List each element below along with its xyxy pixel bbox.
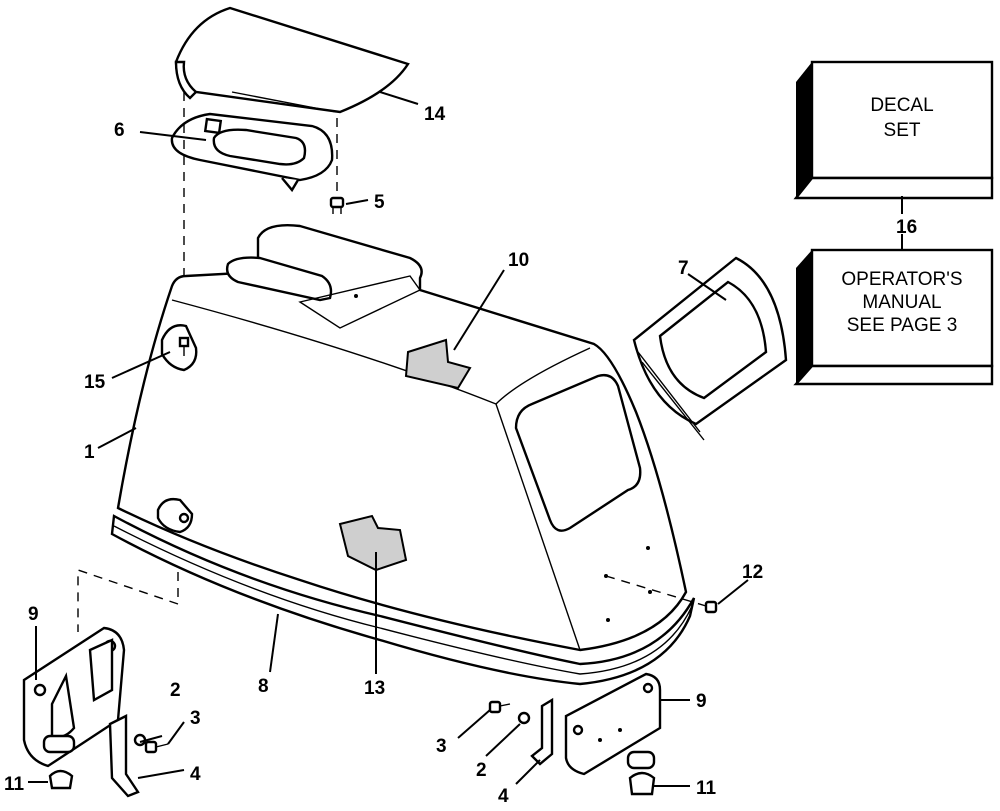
part-5-screw [329, 196, 345, 214]
callout-2-left: 2 [170, 680, 181, 701]
part-2-washer-left [133, 733, 147, 747]
callout-11-right: 11 [696, 778, 717, 799]
callout-2-right: 2 [476, 760, 487, 781]
callout-7: 7 [678, 258, 689, 279]
callout-13: 13 [364, 678, 385, 699]
callout-12: 12 [742, 562, 763, 583]
part-12-screw [605, 575, 718, 614]
callout-16: 16 [896, 217, 917, 238]
part-3-screw-left [144, 740, 169, 754]
part-6-seal-plate [170, 112, 334, 193]
part-7-window-frame [632, 256, 788, 441]
part-4-clip-left [108, 714, 140, 798]
callout-11-left: 11 [4, 774, 25, 795]
part-15-latch [160, 324, 198, 372]
callout-1: 1 [84, 442, 95, 463]
callout-10: 10 [508, 250, 529, 271]
part-latch-lower [156, 497, 194, 534]
decal-box-line2: SET [884, 120, 921, 141]
part-11-bumper-right [628, 771, 656, 796]
part-13-foam-pad [338, 514, 408, 572]
callout-8: 8 [258, 676, 269, 697]
manual-box-line3: SEE PAGE 3 [847, 315, 958, 336]
callout-3-right: 3 [436, 736, 447, 757]
callout-4-left: 4 [190, 764, 201, 785]
callout-9-left: 9 [28, 604, 39, 625]
callout-3-left: 3 [190, 708, 201, 729]
callout-15: 15 [84, 372, 106, 393]
part-9-bracket-right [564, 672, 662, 776]
part-9-bracket-left [22, 626, 126, 768]
callout-4-right: 4 [498, 786, 509, 807]
leader-lines [28, 91, 903, 787]
callout-9-right: 9 [696, 691, 707, 712]
decal-box-line1: DECAL [870, 95, 933, 116]
operators-manual-box: OPERATOR'S MANUAL SEE PAGE 3 [793, 248, 994, 386]
manual-box-line2: MANUAL [862, 292, 941, 313]
part-14-top-cover [174, 6, 410, 114]
part-1-motor-cover [116, 224, 688, 652]
part-10-foam-pad [404, 338, 472, 390]
part-8-seal [110, 514, 696, 686]
part-3-screw-right [488, 700, 511, 714]
callout-5: 5 [374, 192, 385, 213]
callout-14: 14 [424, 104, 446, 125]
manual-box-line1: OPERATOR'S [841, 269, 962, 290]
callout-labels: 14 6 5 16 10 7 15 1 12 9 8 13 2 9 3 3 4 … [4, 104, 917, 807]
alignment-line-left [77, 569, 179, 632]
part-11-bumper-left [48, 769, 74, 790]
part-2-washer-right [517, 711, 531, 725]
callout-6: 6 [114, 120, 125, 141]
part-4-clip-right [530, 697, 554, 766]
decal-set-box: DECAL SET [793, 60, 994, 200]
